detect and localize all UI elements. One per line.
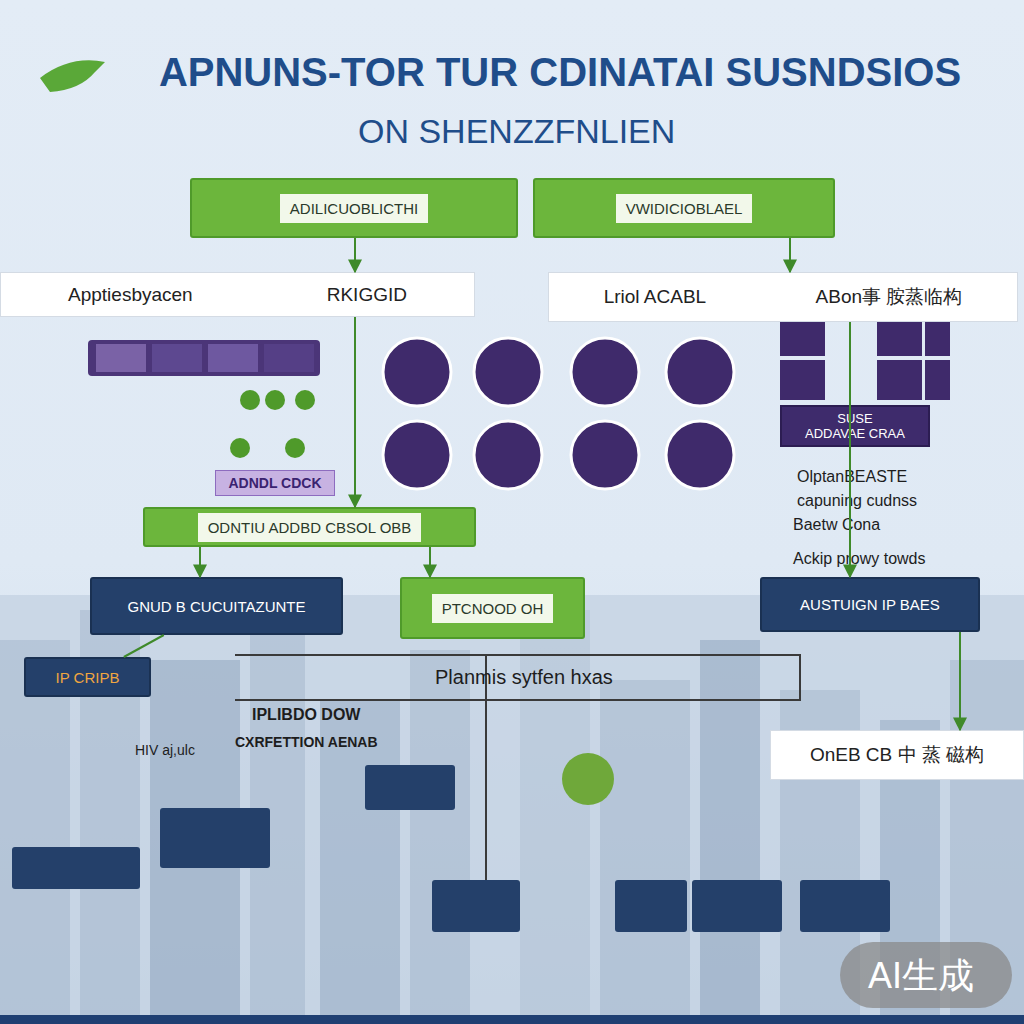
connector-arrow (354, 238, 356, 272)
leaf-icon (40, 60, 105, 92)
process-box: Apptiesbyacen RKIGGID (0, 272, 475, 317)
box-text: SUSE (837, 411, 872, 426)
connector-arrow (124, 635, 164, 657)
process-box: Lriol ACABL ABon事 胺蒸临构 (548, 272, 1018, 322)
note-label: ON SHENZZFNLIEN (358, 112, 675, 151)
note-label: HIV aj,ulc (135, 742, 195, 758)
watermark-pill (840, 942, 1012, 1008)
process-box: AUSTUIGN IP BAES (760, 577, 980, 632)
note-label: Baetw Cona (793, 516, 880, 534)
process-box: ADILICUOBLICTHI (190, 178, 518, 238)
box-text: Lriol ACABL (604, 286, 706, 308)
bottom-boxes (12, 765, 890, 932)
process-box: OnEB CB 中 蒸 磁构 (770, 730, 1024, 780)
process-box: SUSEADDAVAE CRAA (780, 405, 930, 447)
diagram-title: APNUNS-TOR TUR CDINATAI SUSNDSIOS (120, 50, 1000, 95)
process-box: ADNDL CDCK (215, 470, 335, 496)
box-text: ADNDL CDCK (228, 475, 321, 491)
note-label: IPLIBDO DOW (252, 706, 360, 724)
skyline (0, 595, 1024, 1024)
connector-arrow (849, 322, 851, 577)
process-box: IP CRIPB (24, 657, 151, 697)
note-label: CXRFETTION AENAB (235, 734, 378, 750)
tree-icons (230, 390, 315, 458)
box-text: ADILICUOBLICTHI (280, 194, 428, 223)
note-label: capuning cudnss (797, 492, 917, 510)
process-box: GNUD B CUCUITAZUNTE (90, 577, 343, 635)
box-text: ODNTIU ADDBD CBSOL OBB (198, 513, 422, 542)
box-text: RKIGGID (327, 284, 407, 306)
connector-arrow (959, 632, 961, 730)
leader-lines (235, 655, 1024, 880)
connector-arrow (429, 547, 431, 577)
watermark: AI生成 (868, 952, 974, 1001)
box-text: AUSTUIGN IP BAES (800, 596, 940, 613)
box-text: Apptiesbyacen (68, 284, 193, 306)
purple-strip (88, 340, 320, 376)
icon-squares (780, 316, 950, 400)
bottom-bar (0, 1015, 1024, 1024)
connector-arrow (199, 547, 201, 577)
box-text: PTCNOOD OH (432, 594, 554, 623)
green-circle (562, 753, 614, 805)
note-label: Ackip prowy towds (793, 550, 926, 568)
icon-circles (383, 338, 734, 489)
box-text: IP CRIPB (56, 669, 120, 686)
connector-arrow (789, 238, 791, 272)
process-box: VWIDICIOBLAEL (533, 178, 835, 238)
note-label: Planmis sytfen hxas (435, 666, 613, 689)
connector-arrow (354, 317, 356, 507)
box-text: OnEB CB 中 蒸 磁构 (810, 742, 984, 768)
box-text: ABon事 胺蒸临构 (816, 284, 963, 310)
box-text: ADDAVAE CRAA (805, 426, 905, 441)
note-label: OlptanBEASTE (797, 468, 907, 486)
process-box: PTCNOOD OH (400, 577, 585, 639)
process-box: ODNTIU ADDBD CBSOL OBB (143, 507, 476, 547)
box-text: GNUD B CUCUITAZUNTE (127, 598, 305, 615)
box-text: VWIDICIOBLAEL (616, 194, 753, 223)
